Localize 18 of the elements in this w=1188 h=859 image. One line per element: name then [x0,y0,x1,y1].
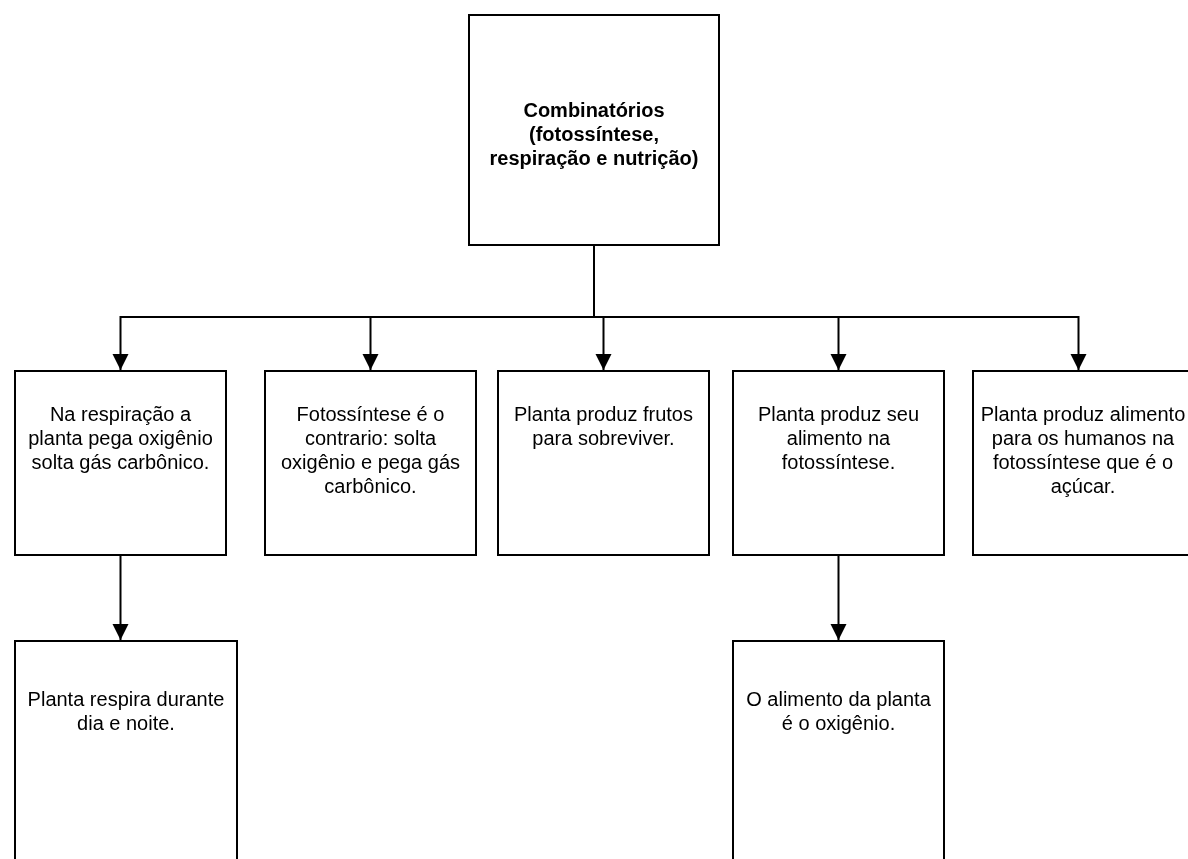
text-box [732,370,945,556]
text-box [14,370,227,556]
text-box [497,370,710,556]
box-text: Fotossíntese é o contrario: solta oxigênio e pega gás carbônico. [279,402,461,498]
text-box [264,370,477,556]
text-box [14,640,238,859]
box-text: Planta produz seu alimento na fotossíntese. [756,402,921,474]
arrow [830,555,847,641]
text-box [468,14,720,246]
box-text: Planta produz alimento para os humanos na fotossíntese que é o açúcar. [979,402,1187,498]
box-text: Combinatórios (fotossíntese, respiração e nutrição) [488,98,700,170]
box-text: Na respiração a planta pega oxigênio solta gás carbônico. [27,402,214,474]
text-box [972,370,1188,556]
box-text: O alimento da planta é o oxigênio. [745,687,932,735]
text-box [732,640,945,859]
box-text: Planta produz frutos para sobreviver. [513,402,694,450]
arrow [112,555,129,641]
box-text: Planta respira durante dia e noite. [26,687,226,735]
